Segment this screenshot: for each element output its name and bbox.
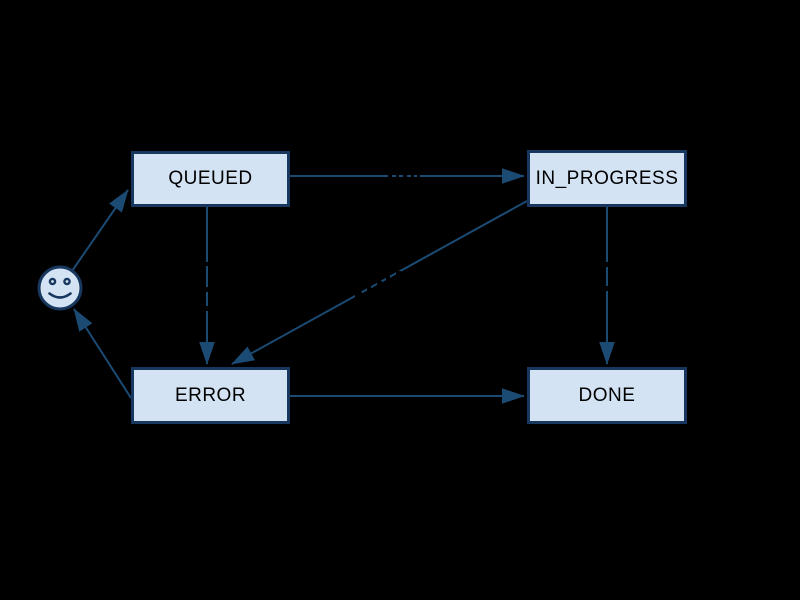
smiley-right-eye	[63, 277, 71, 286]
edge-label-occlusions	[202, 170, 613, 311]
state-node-error: ERROR	[131, 367, 290, 424]
edge-actor-to-queued	[71, 189, 129, 272]
state-node-label: ERROR	[174, 384, 247, 406]
state-node-label: QUEUED	[168, 168, 253, 189]
smiley-face-icon	[37, 265, 83, 311]
smiley-left-eye	[48, 277, 57, 286]
state-node-done: DONE	[527, 367, 687, 424]
state-node-in-progress: IN_PROGRESS	[527, 150, 687, 207]
edge-error-to-actor	[73, 308, 132, 399]
state-node-queued: QUEUED	[131, 151, 290, 207]
state-node-label: DONE	[578, 384, 636, 406]
state-node-label: IN_PROGRESS	[535, 167, 679, 189]
smiley-mouth	[48, 292, 72, 299]
